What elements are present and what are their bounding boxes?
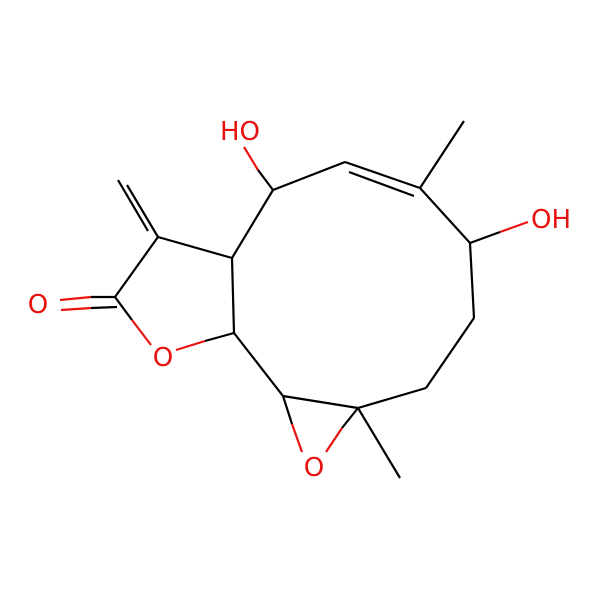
bond-oring-c11b-o [175,339,206,352]
ring-oxygen-label: O [153,343,173,373]
bond-c3-c2 [114,236,159,298]
bond-oring-c11b-c [204,331,235,343]
bond-c2-oring-o [131,319,152,346]
bond-carbonyl-o-1 [59,295,92,302]
carbonyl-oxygen-label: O [28,290,48,320]
bond-exo-methylene-1 [126,184,159,238]
bond-c11-oepox-o [290,423,304,453]
bond-c10-oepox-o [325,427,343,453]
bond-c11-c11b [233,332,284,397]
bond-carbonyl-o-2 [60,306,92,312]
bond-carbonyl-c-2 [90,305,118,310]
epoxide-oxygen-label: O [304,453,324,483]
bond-c4-c5 [272,160,346,192]
bond-c4-oh-c [257,169,274,191]
bond-c6-c7 [419,187,471,244]
bond-c6-methyl [419,120,465,189]
bond-c8-c9 [425,317,475,389]
hydroxyl-label-top: HO [220,117,260,147]
bond-c7-c8 [468,242,476,319]
bond-c10-oepox-c [341,407,359,429]
bond-c2-oring-c [114,296,133,321]
bond-c7-oh-c [469,230,501,245]
bond-c11-oepox-c [281,395,294,425]
hydroxyl-label-right: OH [531,205,571,235]
bond-c10-methyl [357,407,401,479]
bond-c3a-c11b [230,257,236,334]
bond-c5-c6-b [348,170,415,198]
bond-c5-c6-a [344,160,421,190]
carbon-bonds [114,120,476,479]
bond-c9-c10 [357,386,427,410]
bond-c10-c11 [282,394,359,410]
atom-labels: HO OH O O O [28,117,571,483]
bond-c7-oh-o [499,220,529,234]
bond-c3a-c4 [231,189,274,259]
oxygen-bonds [59,146,529,453]
bond-c3-c3a [157,235,233,260]
bond-exo-methylene-2 [117,179,149,232]
bond-c4-oh-o [243,146,259,171]
